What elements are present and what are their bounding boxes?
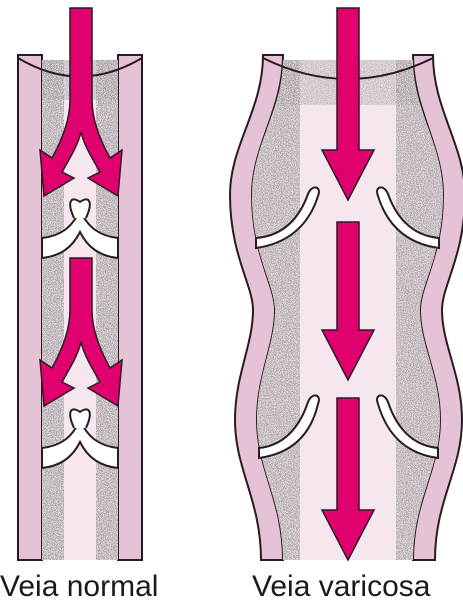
varicose-vein-caption: Veia varicosa bbox=[252, 572, 430, 602]
normal-vein-right-wall bbox=[118, 55, 142, 560]
varicose-vein bbox=[230, 8, 463, 560]
normal-vein-left-wall bbox=[18, 55, 42, 560]
normal-vein-caption: Veia normal bbox=[0, 572, 158, 602]
normal-vein bbox=[18, 8, 142, 560]
